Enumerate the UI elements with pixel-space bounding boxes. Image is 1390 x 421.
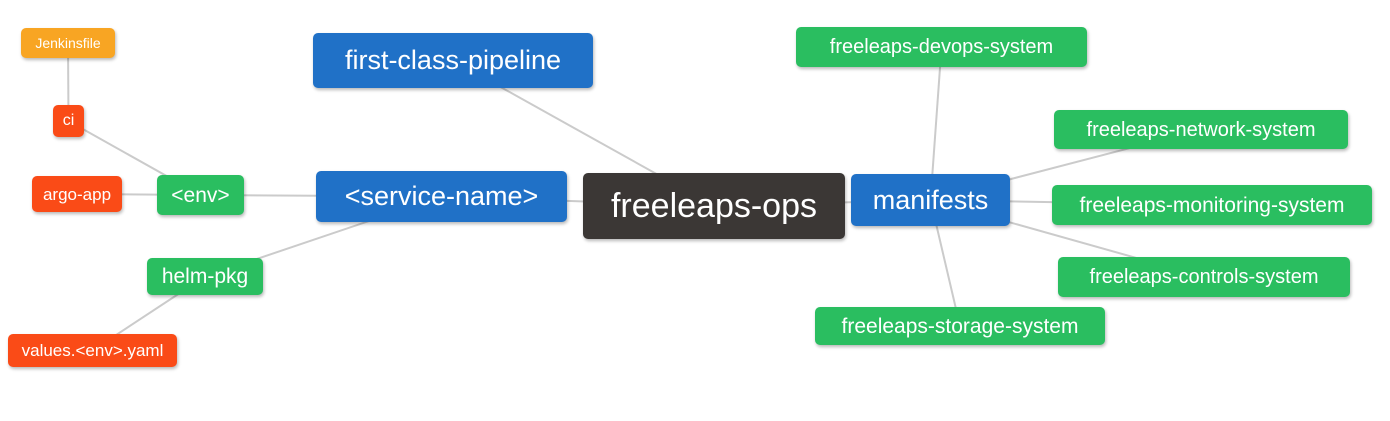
node-ci[interactable]: ci	[53, 105, 84, 137]
node-argo-app-label: argo-app	[42, 184, 112, 204]
node-manifests[interactable]: manifests	[851, 174, 1010, 226]
node-first-class-pipeline[interactable]: first-class-pipeline	[313, 33, 593, 88]
node-freeleaps-network-system[interactable]: freeleaps-network-system	[1054, 110, 1348, 149]
node-freeleaps-monitoring-system[interactable]: freeleaps-monitoring-system	[1052, 185, 1372, 225]
node-freeleaps-ops[interactable]: freeleaps-ops	[583, 173, 845, 239]
node-freeleaps-devops-system-label: freeleaps-devops-system	[829, 36, 1054, 58]
node-argo-app[interactable]: argo-app	[32, 176, 122, 212]
node-service-name[interactable]: <service-name>	[316, 171, 567, 222]
node-env[interactable]: <env>	[157, 175, 244, 215]
node-freeleaps-controls-system-label: freeleaps-controls-system	[1089, 266, 1319, 288]
node-service-name-label: <service-name>	[344, 181, 539, 211]
node-jenkinsfile-label: Jenkinsfile	[35, 35, 101, 51]
node-freeleaps-monitoring-system-label: freeleaps-monitoring-system	[1079, 193, 1345, 217]
node-freeleaps-storage-system[interactable]: freeleaps-storage-system	[815, 307, 1105, 345]
node-values-env-yaml-label: values.<env>.yaml	[21, 341, 164, 360]
node-helm-pkg-label: helm-pkg	[161, 265, 249, 288]
node-freeleaps-controls-system[interactable]: freeleaps-controls-system	[1058, 257, 1350, 297]
node-values-env-yaml[interactable]: values.<env>.yaml	[8, 334, 177, 367]
node-manifests-label: manifests	[872, 184, 989, 215]
node-env-label: <env>	[171, 183, 230, 207]
node-freeleaps-ops-label: freeleaps-ops	[610, 187, 817, 225]
node-freeleaps-network-system-label: freeleaps-network-system	[1086, 118, 1316, 141]
node-helm-pkg[interactable]: helm-pkg	[147, 258, 263, 295]
node-first-class-pipeline-label: first-class-pipeline	[344, 45, 562, 75]
node-freeleaps-storage-system-label: freeleaps-storage-system	[841, 314, 1079, 338]
node-freeleaps-devops-system[interactable]: freeleaps-devops-system	[796, 27, 1087, 67]
node-jenkinsfile[interactable]: Jenkinsfile	[21, 28, 115, 58]
node-ci-label: ci	[62, 112, 75, 129]
